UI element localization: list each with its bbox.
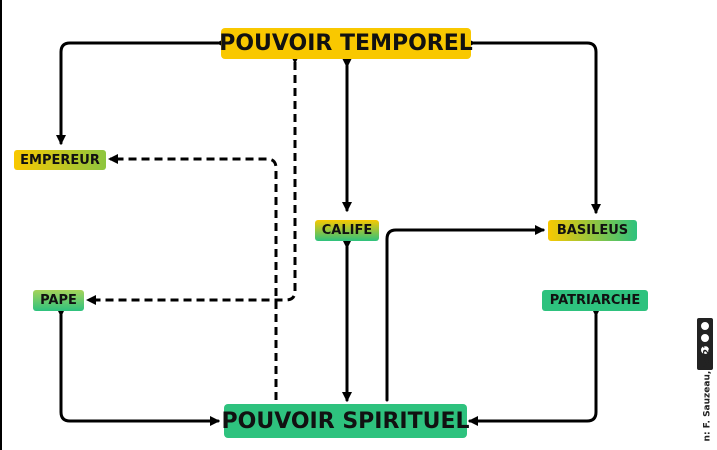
- arrow-pape-spirituel: [56, 307, 220, 426]
- by-icon: [700, 333, 710, 343]
- arrow-patriarche-spirituel: [468, 307, 601, 426]
- arrow-temporel-pape-dashed: [86, 54, 300, 305]
- arrow-spirituel-empereur-dashed: [108, 154, 278, 400]
- node-pouvoir-temporel: POUVOIR TEMPOREL: [219, 28, 473, 59]
- author-credit: n: F. Sauzeau, 2021: [697, 334, 717, 450]
- arrow-temporel-basileus: [466, 38, 601, 214]
- sa-icon: [700, 345, 710, 355]
- cc-icon: [700, 321, 710, 331]
- node-basileus: BASILEUS: [548, 220, 637, 241]
- node-calife: CALIFE: [315, 220, 379, 241]
- arrow-temporel-empereur: [56, 38, 226, 145]
- cc-license-badge: [697, 318, 713, 370]
- node-empereur: EMPEREUR: [14, 150, 106, 170]
- node-pape: PAPE: [33, 290, 84, 311]
- left-border-line: [0, 0, 2, 450]
- arrow-spirituel-basileus: [385, 225, 545, 402]
- node-pouvoir-spirituel: POUVOIR SPIRITUEL: [222, 404, 470, 438]
- author-credit-text: n: F. Sauzeau, 2021: [702, 342, 712, 442]
- node-patriarche: PATRIARCHE: [542, 290, 648, 311]
